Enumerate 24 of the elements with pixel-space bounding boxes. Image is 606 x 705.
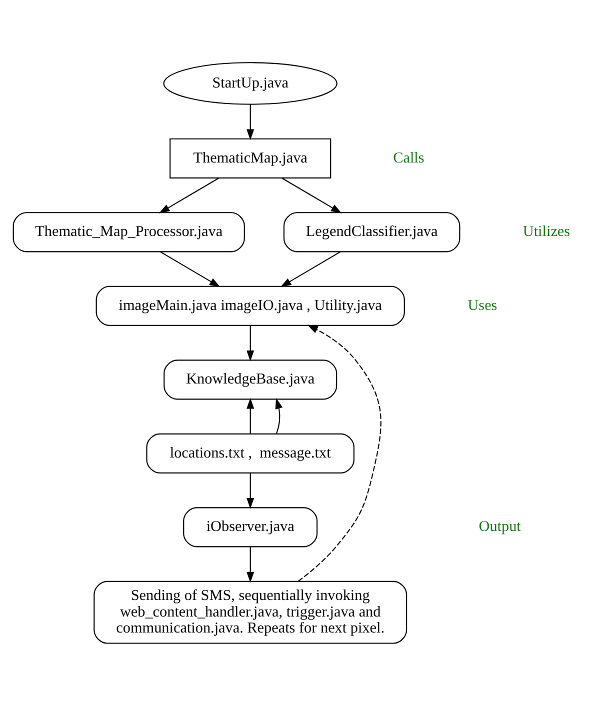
node-box: LegendClassifier.java: [282, 212, 460, 252]
arrow: [246, 472, 254, 508]
node-box: KnowledgeBase.java: [163, 359, 337, 400]
arrow: [246, 397, 254, 433]
arrow: [280, 250, 340, 287]
label: Uses: [467, 296, 497, 314]
arrow: [274, 397, 282, 434]
node-box: locations.txt , message.txt: [146, 432, 354, 473]
arrow: [246, 104, 254, 140]
node-ellipse: StartUp.java: [162, 62, 337, 104]
arrow: [160, 250, 220, 287]
node-box: Sending of SMS, sequentially invoking web_content_handler.java, trigger.java and communication.java. Repeats for next pixel.: [93, 580, 407, 644]
node-box: ThematicMap.java: [169, 138, 331, 178]
arrow: [297, 324, 381, 582]
label: Output: [478, 518, 520, 535]
node-box: iObserver.java: [182, 506, 318, 547]
arrow: [246, 546, 254, 582]
label: Calls: [392, 148, 424, 166]
arrow: [281, 177, 342, 213]
label: Utilizes: [522, 222, 570, 240]
arrow: [246, 325, 254, 361]
node-box: Thematic_Map_Processor.java: [12, 212, 244, 252]
node-box: imageMain.java imageIO.java , Utility.java: [95, 285, 404, 326]
arrow: [158, 177, 219, 213]
